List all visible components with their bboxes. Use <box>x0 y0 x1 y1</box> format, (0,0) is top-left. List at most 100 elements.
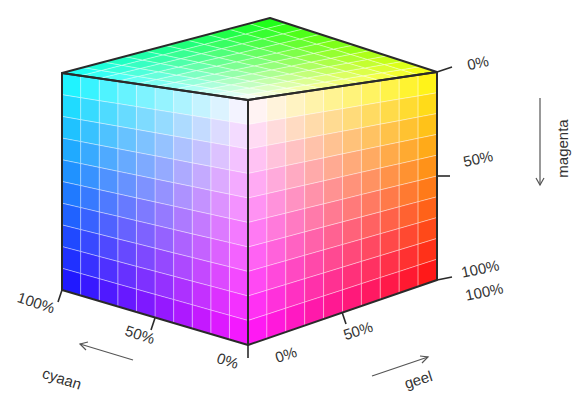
tick <box>342 312 346 324</box>
color-cell <box>192 163 211 191</box>
color-cell <box>81 76 100 101</box>
color-cell <box>155 133 174 160</box>
color-cell <box>155 179 174 206</box>
color-cell <box>136 175 155 202</box>
axis-name: cyaan <box>41 365 84 392</box>
axis-name: magenta <box>555 119 570 177</box>
color-cell <box>343 83 362 109</box>
color-cell <box>81 98 100 123</box>
cube-cells <box>62 18 437 345</box>
color-cell <box>229 146 248 174</box>
color-cell <box>324 290 343 319</box>
axis-value: 50% <box>341 318 374 342</box>
color-cell <box>174 159 193 186</box>
axis-value: 100% <box>460 257 501 280</box>
color-cell <box>418 93 437 117</box>
color-cell <box>229 218 248 247</box>
color-cell <box>174 136 193 163</box>
color-cell <box>343 128 362 154</box>
color-cell <box>211 95 230 122</box>
color-cell <box>211 190 230 218</box>
tick <box>247 345 249 358</box>
color-cell <box>81 142 100 168</box>
color-cell <box>267 118 286 145</box>
color-cell <box>118 81 137 107</box>
right-face-outline <box>248 72 437 345</box>
color-cell <box>99 145 118 171</box>
color-cell <box>286 92 305 119</box>
color-cell <box>361 124 380 150</box>
color-cell <box>155 110 174 136</box>
color-cell <box>174 183 193 211</box>
color-cell <box>305 89 324 115</box>
color-cell <box>286 162 305 190</box>
color-cell <box>399 96 418 121</box>
color-cell <box>305 112 324 139</box>
color-cell <box>361 80 380 105</box>
arrow-head <box>420 356 428 363</box>
axis-value: 50% <box>462 148 494 169</box>
color-cell <box>99 101 118 127</box>
color-cell <box>324 86 343 112</box>
color-cell <box>305 158 324 185</box>
color-cell <box>99 123 118 149</box>
tick <box>151 318 155 330</box>
color-cell <box>118 104 137 130</box>
color-cell <box>399 117 418 142</box>
color-cell <box>118 149 137 175</box>
magenta-arrow <box>539 98 540 185</box>
color-cell <box>249 18 287 29</box>
color-cell <box>267 166 286 194</box>
color-cell <box>324 109 343 135</box>
color-cell <box>211 119 230 146</box>
color-cell <box>174 206 193 234</box>
color-cell <box>380 99 399 124</box>
color-cell <box>267 142 286 170</box>
color-cell <box>192 210 211 238</box>
axis-value: 100% <box>464 280 505 303</box>
left-face-outline <box>62 73 248 345</box>
color-cell <box>343 284 362 313</box>
color-cell <box>229 97 248 124</box>
color-cell <box>192 139 211 166</box>
color-cell <box>81 120 100 146</box>
axis-value: 0% <box>215 350 240 371</box>
color-cell <box>62 95 81 120</box>
color-cell <box>192 116 211 143</box>
axis-value: 100% <box>15 289 56 315</box>
color-cell <box>136 129 155 155</box>
top-face-outline <box>62 18 437 100</box>
color-cell <box>62 116 81 141</box>
color-cell <box>99 78 118 103</box>
color-cell <box>99 167 118 193</box>
color-cell <box>192 92 211 119</box>
color-cell <box>399 75 418 99</box>
arrow-head <box>80 342 88 350</box>
color-cell <box>305 135 324 162</box>
color-cell <box>174 89 193 115</box>
color-cell <box>380 78 399 103</box>
color-cell <box>286 138 305 165</box>
color-cell <box>62 73 81 98</box>
color-cell <box>267 94 286 121</box>
color-cell <box>361 102 380 128</box>
color-cell <box>211 214 230 242</box>
color-cell <box>211 166 230 194</box>
cyaan-arrow <box>80 344 133 360</box>
color-cell <box>136 84 155 110</box>
color-cell <box>62 138 81 164</box>
axis-arrows <box>80 98 544 376</box>
color-cell <box>81 164 100 190</box>
tick <box>437 175 450 177</box>
color-cell <box>174 113 193 140</box>
color-cell <box>211 143 230 171</box>
color-cell <box>305 296 324 326</box>
color-cell <box>418 72 437 96</box>
color-cell <box>118 171 137 198</box>
color-cell <box>136 107 155 133</box>
color-cell <box>136 152 155 179</box>
color-cell <box>286 115 305 142</box>
color-cell <box>155 87 174 113</box>
tick <box>437 277 452 280</box>
